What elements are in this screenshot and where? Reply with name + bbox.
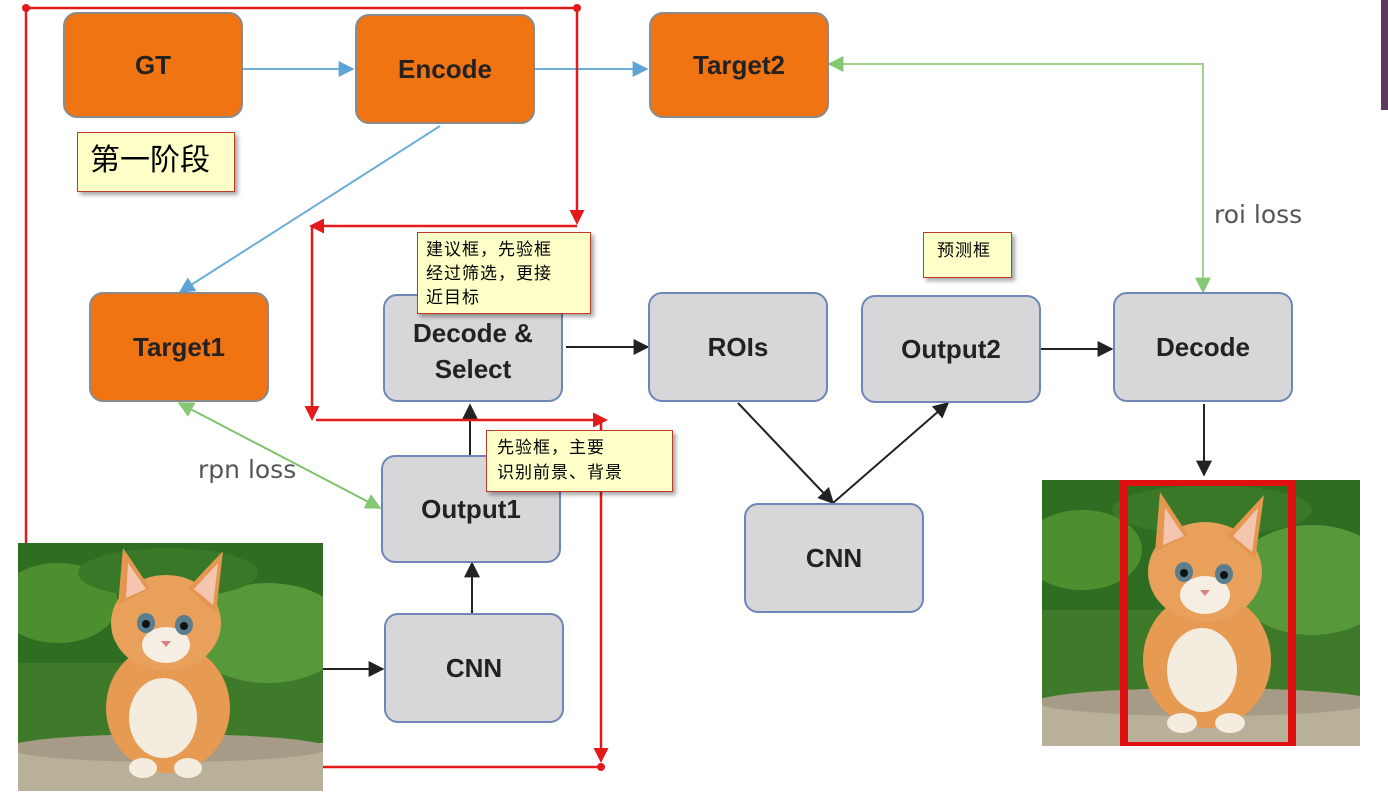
window-edge-tab — [1381, 0, 1388, 110]
stage1-corner-dot — [597, 763, 605, 771]
arrow-rois-cnn — [737, 402, 835, 505]
output2-node: Output2 — [861, 295, 1041, 403]
arrow-rpn-loss — [177, 402, 382, 509]
rois-node: ROIs — [648, 292, 828, 402]
target2-node: Target2 — [649, 12, 829, 118]
gt-node: GT — [63, 12, 243, 118]
encode-node: Encode — [355, 14, 535, 124]
prediction-note: 预测框 — [923, 232, 1012, 278]
roi-loss-label: roi loss — [1214, 200, 1303, 229]
stage1-corner-dot — [573, 4, 581, 12]
target1-node: Target1 — [89, 292, 269, 402]
cnn-node-right: CNN — [744, 503, 924, 613]
detection-box — [1120, 480, 1296, 746]
arrow-roi-loss — [827, 56, 1211, 294]
result-kitten-image — [1042, 480, 1360, 746]
prior-note: 先验框，主要 识别前景、背景 — [486, 430, 673, 492]
cnn-node-left: CNN — [384, 613, 564, 723]
decode-node: Decode — [1113, 292, 1293, 402]
stage1-note: 第一阶段 — [77, 132, 235, 192]
rpn-loss-label: rpn loss — [198, 455, 297, 484]
stage1-corner-dot — [22, 4, 30, 12]
arrow-cnn-output2 — [832, 401, 950, 504]
input-kitten-image — [18, 543, 323, 791]
proposal-note: 建议框，先验框 经过筛选，更接 近目标 — [417, 232, 591, 314]
arrow-encode-target1 — [178, 125, 441, 293]
